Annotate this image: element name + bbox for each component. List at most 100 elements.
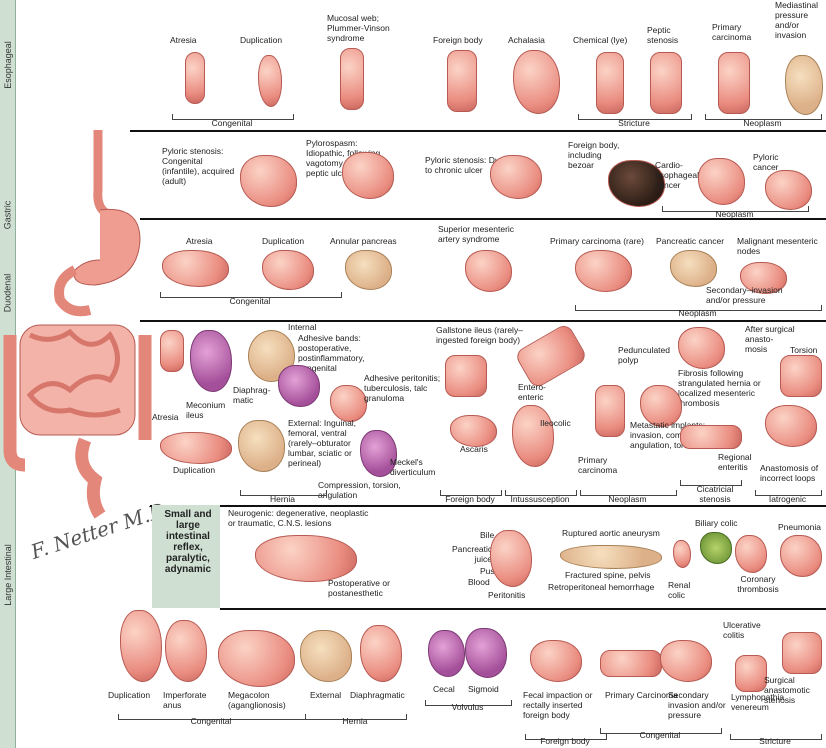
reflex-category-box: Small and large intestinal reflex, paral… — [152, 505, 220, 608]
label-cardio-esophageal-cancer: Cardio-esophageal cancer — [655, 160, 699, 190]
label-duplication: Duplication — [240, 35, 283, 45]
label-ulcerative-colitis: Ulcerative colitis — [723, 620, 761, 640]
ileocolic-illustration — [512, 405, 554, 467]
duodenal-atresia-illustration — [162, 250, 229, 287]
label-duodenal-atresia: Atresia — [186, 236, 213, 246]
bracket-small-foreign-body — [440, 490, 502, 496]
label-diaphragmatic-small: Diaphrag-matic — [233, 385, 271, 405]
label-coronary-thrombosis: Coronary thrombosis — [737, 574, 779, 594]
bracket-esophageal-congenital — [172, 114, 294, 120]
label-entero-enteric: Entero-enteric — [518, 382, 546, 402]
label-pyloric-stenosis-congenital: Pyloric stenosis: Congenital (infantile)… — [162, 146, 235, 186]
ulcerative-colitis-illustration — [735, 655, 767, 692]
group-iatrogenic: Iatrogenic — [768, 494, 807, 504]
metastatic-illustration — [640, 385, 682, 427]
bracket-volvulus — [425, 700, 512, 706]
bracket-small-neoplasm — [580, 490, 677, 496]
coronary-thrombosis-illustration — [735, 535, 767, 573]
bracket-large-foreign-body — [525, 734, 607, 740]
label-atresia: Atresia — [170, 35, 197, 45]
fecal-impaction-illustration — [530, 640, 582, 682]
chemical-lye-illustration — [596, 52, 624, 114]
group-stricture: Stricture — [618, 118, 650, 128]
label-pancreatic-cancer: Pancreatic cancer — [656, 236, 725, 246]
group-small-neoplasm: Neoplasm — [608, 494, 647, 504]
regional-enteritis-illustration — [680, 425, 742, 449]
malignant-nodes-illustration — [740, 262, 787, 294]
label-bile: Bile — [480, 530, 495, 540]
label-sma-syndrome: Superior mesenteric artery syndrome — [438, 224, 515, 244]
bracket-gastric-neoplasm — [662, 206, 809, 212]
label-pyloric-cancer: Pyloric cancer — [753, 152, 779, 172]
gastric-band — [0, 130, 16, 265]
group-volvulus: Volvulus — [451, 702, 484, 712]
bracket-intussusception — [505, 490, 577, 496]
label-small-primary-carcinoma: Primary carcinoma — [578, 455, 618, 475]
label-fractured-spine: Fractured spine, pelvis — [565, 570, 651, 580]
divider-esophageal-gastric — [130, 130, 826, 132]
large-secondary-invasion-illustration — [660, 640, 712, 682]
group-gastric-neoplasm: Neoplasm — [715, 209, 754, 219]
small-primary-carcinoma-illustration — [595, 385, 625, 437]
label-fecal-impaction: Fecal impaction or rectally inserted for… — [523, 690, 593, 720]
label-gallstone-ileus: Gallstone ileus (rarely– ingested foreig… — [436, 325, 523, 345]
gallstone-ileus-illustration — [445, 355, 487, 397]
duodenal-primary-carcinoma-illustration — [575, 250, 632, 292]
label-regional-enteritis: Regional enteritis — [718, 452, 752, 472]
large-intestinal-band — [0, 438, 16, 748]
cecal-volvulus-illustration — [428, 630, 465, 677]
label-pyloric-stenosis-ulcer: Pyloric stenosis: Due to chronic ulcer — [425, 155, 505, 175]
label-ascaris: Ascaris — [460, 444, 488, 454]
label-duodenal-primary-carcinoma: Primary carcinoma (rare) — [550, 236, 644, 246]
label-adhesive-peritonitis: Adhesive peritonitis; tuberculosis, talc… — [364, 373, 441, 403]
bracket-duodenal-neoplasm — [575, 305, 822, 311]
reflex-category-label: Small and large intestinal reflex, paral… — [164, 509, 212, 575]
external-hernia-illustration — [238, 420, 285, 472]
group-small-hernia: Hernia — [269, 494, 296, 504]
pyloric-cancer-illustration — [765, 170, 812, 210]
label-postoperative: Postoperative or postanesthetic — [328, 578, 390, 598]
imperforate-anus-illustration — [165, 620, 207, 682]
large-primary-carcinoma-illustration — [600, 650, 662, 677]
label-achalasia: Achalasia — [508, 35, 545, 45]
label-duodenal-duplication: Duplication — [262, 236, 305, 246]
label-torsion: Torsion — [790, 345, 818, 355]
label-pylorospasm: Pylorospasm: Idiopathic, following vagot… — [306, 138, 381, 178]
large-external-hernia-illustration — [300, 630, 352, 682]
label-blood: Blood — [468, 577, 490, 587]
bracket-cicatricial — [680, 480, 742, 486]
bracket-large-stricture — [730, 734, 822, 740]
torsion-illustration — [780, 355, 822, 397]
label-sigmoid: Sigmoid — [468, 684, 499, 694]
ascaris-illustration — [450, 415, 497, 447]
label-lymphopathia-venereum: Lymphopathia venereum — [731, 692, 785, 712]
adhesive-peritonitis-illustration — [330, 385, 367, 422]
surgical-stenosis-illustration — [782, 632, 822, 674]
group-large-congenital-2: Congenital — [639, 730, 681, 740]
bracket-duodenal-congenital — [160, 292, 342, 298]
group-large-hernia: Hernia — [342, 716, 368, 726]
achalasia-illustration — [513, 50, 560, 114]
label-metastatic-implants: Metastatic implants: invasion, compressi… — [630, 420, 717, 450]
atresia-illustration — [185, 52, 205, 104]
bracket-small-hernia — [240, 490, 327, 496]
duodenal-duplication-illustration — [262, 250, 314, 290]
label-malignant-mesenteric-nodes: Malignant mesenteric nodes — [737, 236, 818, 256]
label-meconium-ileus: Meconium ileus — [186, 400, 226, 420]
label-megacolon: Megacolon (aganglionosis) — [228, 690, 286, 710]
label-mediastinal-pressure: Mediastinal pressure and/or invasion — [775, 0, 818, 40]
label-annular-pancreas: Annular pancreas — [330, 236, 397, 246]
label-adhesive-bands: Adhesive bands: postoperative, postinfla… — [298, 333, 365, 373]
sigmoid-volvulus-illustration — [465, 628, 507, 678]
group-duodenal-neoplasm: Neoplasm — [678, 308, 717, 318]
bracket-iatrogenic — [755, 490, 822, 496]
label-pancreatic-juice: Pancreatic juice — [452, 544, 493, 564]
label-after-surgical: After surgical anasto-mosis — [745, 324, 795, 354]
bracket-stricture — [578, 114, 692, 120]
label-retroperitoneal-hemorrhage: Retroperitoneal hemorrhage — [548, 582, 655, 592]
label-pedunculated-polyp: Pedunculated polyp — [618, 345, 670, 365]
label-external-hernia: External: Inguinal, femoral, ventral (ra… — [288, 418, 357, 468]
group-esophageal-neoplasm: Neoplasm — [743, 118, 782, 128]
label-large-secondary-invasion: Secondary invasion and/or pressure — [668, 690, 726, 720]
label-large-external: External — [310, 690, 342, 700]
